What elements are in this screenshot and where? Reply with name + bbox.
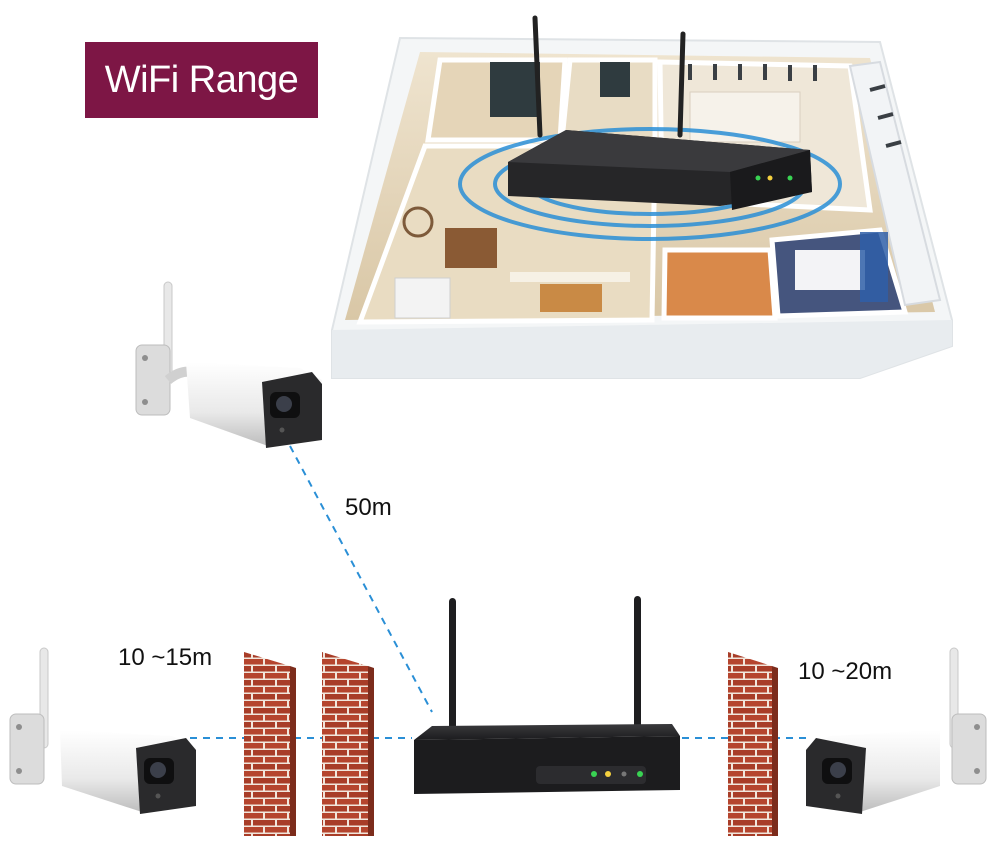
distance-label-right: 10 ~20m [798, 658, 893, 685]
title-badge: WiFi Range [85, 42, 318, 118]
brick-wall-left-outer [244, 652, 296, 836]
floor-plan-nvr-icon [508, 15, 812, 210]
nvr-recorder-icon [414, 596, 680, 794]
camera-right-icon [806, 647, 987, 814]
camera-left-icon [9, 647, 196, 814]
page-title: WiFi Range [104, 58, 299, 101]
wireless-link-lines [190, 445, 808, 739]
brick-wall-left-inner [322, 652, 374, 836]
camera-top-icon [135, 281, 322, 448]
distance-label-top: 50m [345, 494, 392, 521]
floor-plan-illustration [331, 15, 953, 379]
distance-label-left: 10 ~15m [118, 644, 213, 671]
brick-wall-right [728, 652, 778, 836]
